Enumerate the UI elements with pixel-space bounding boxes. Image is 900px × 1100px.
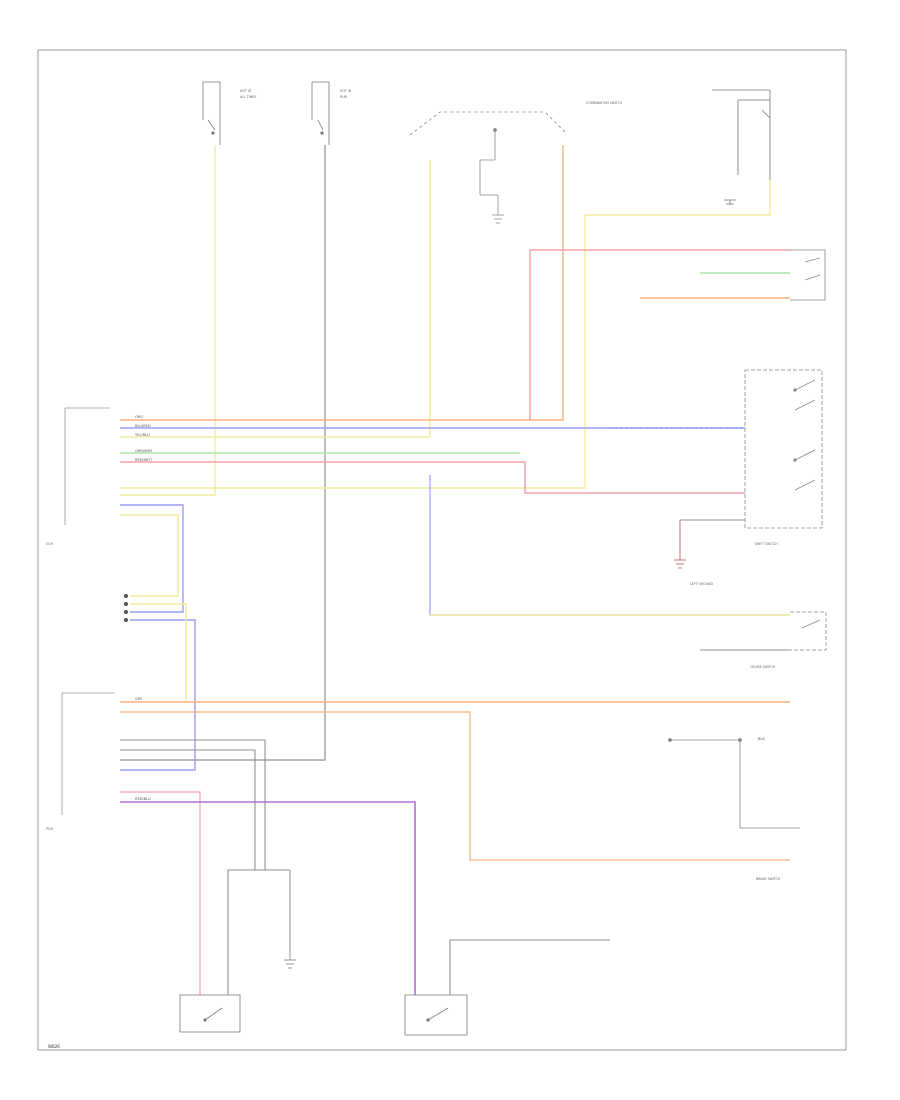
combination-switch-top: [409, 111, 566, 224]
wire-yellow-b: [120, 160, 431, 438]
ecm-connector: [64, 407, 110, 525]
label-left-ground: LEFT GROUND: [690, 582, 713, 586]
svg-text:HOT AT: HOT AT: [240, 89, 252, 93]
wire-label-green: GRN/WHT: [135, 449, 153, 453]
diagram-frame: [37, 49, 847, 1051]
wire-purple-a: [120, 801, 416, 995]
svg-text:ALL TIMES: ALL TIMES: [240, 95, 256, 99]
label-pcm: PCM: [46, 827, 53, 831]
label-combination-switch: COMBINATION SWITCH: [586, 101, 623, 105]
wire-gray-b: [120, 739, 266, 870]
neutral-switch: [790, 249, 826, 301]
wire-yellow-c: [120, 180, 771, 489]
diode-block: [124, 594, 128, 622]
left-ground-symbol: [674, 520, 686, 569]
wire-label-orange: ORG: [135, 415, 143, 419]
cruise-switch: [790, 611, 827, 651]
fuse-box-right: [311, 81, 330, 145]
wire-label-gray: GRY: [135, 697, 143, 701]
wire-gray-d: [227, 869, 290, 995]
bottom-ground: [284, 870, 296, 969]
label-ecm: ECM: [46, 542, 53, 546]
wire-blue-d: [120, 619, 196, 771]
wire-orange-a: [120, 145, 564, 421]
svg-text:HOT IN: HOT IN: [340, 89, 352, 93]
wire-blue-b: [429, 475, 790, 616]
overdrive-switch: [404, 994, 468, 1036]
wire-label-purple: RED/BLU: [135, 797, 151, 801]
wire-label-red: RED/WHT: [135, 458, 153, 462]
wire-yellow-a: [120, 145, 216, 496]
label-shift-switch: SHIFT SWITCH: [755, 542, 778, 546]
brake-switch: [668, 738, 800, 829]
wire-yellow-f: [130, 603, 187, 700]
wire-gray-c: [120, 749, 256, 870]
wire-orange-d: [120, 711, 790, 861]
wire-red-c: [120, 791, 201, 995]
park-neutral-switch: [179, 994, 241, 1033]
footer-code: WB26: [48, 1044, 60, 1049]
pcm-connector: [61, 692, 115, 815]
svg-text:RUN: RUN: [340, 95, 348, 99]
wire-blue-c: [120, 504, 184, 613]
shift-lock-relay: [712, 89, 771, 205]
wire-gray-e: [449, 939, 610, 995]
wire-label-black: BLK: [758, 737, 765, 741]
label-brake-switch: BRAKE SWITCH: [756, 877, 781, 881]
shift-switch: [744, 369, 823, 529]
wire-gray-a: [120, 145, 326, 761]
fuse-box-left: [202, 81, 221, 145]
wire-red-b: [120, 461, 745, 494]
label-cruise-switch: CRUISE SWITCH: [750, 665, 776, 669]
wire-red-a: [529, 249, 790, 420]
wire-label-yellow: YEL/BLU: [135, 433, 150, 437]
wire-label-blue: BLU/RED: [135, 424, 151, 428]
wire-yellow-e: [120, 514, 179, 597]
